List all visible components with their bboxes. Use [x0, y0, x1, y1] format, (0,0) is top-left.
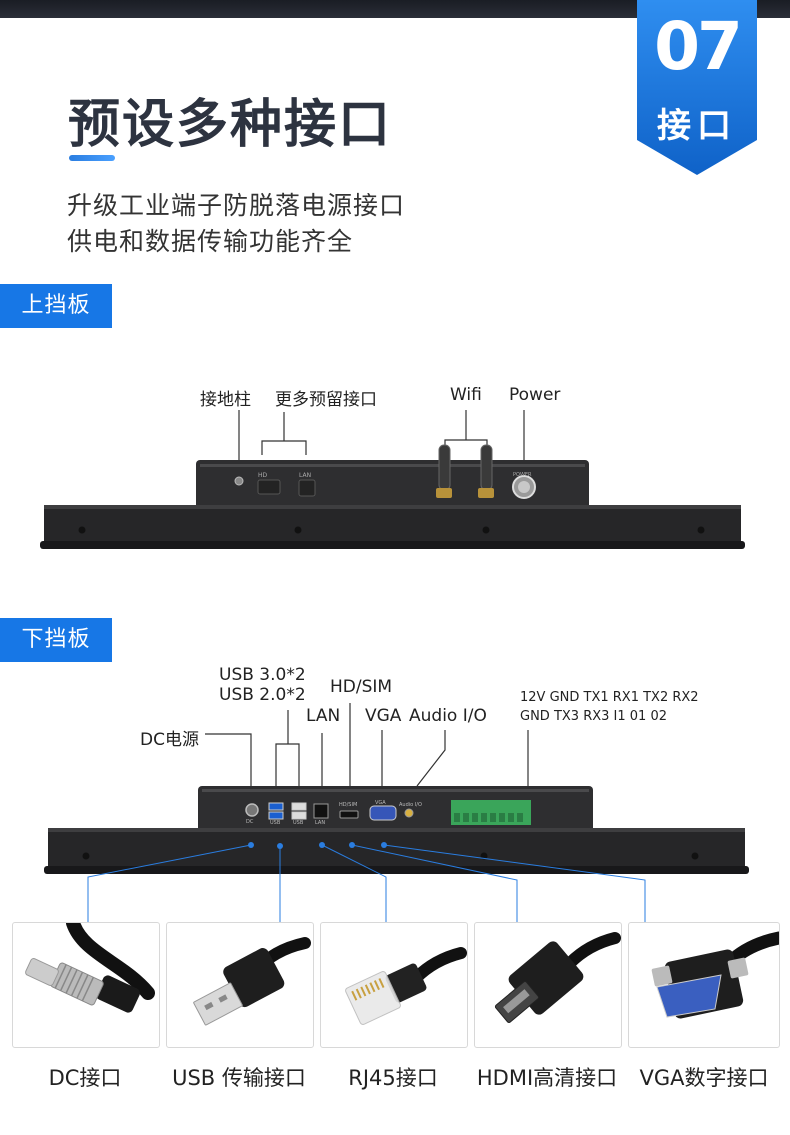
port-text-hd: HD — [258, 472, 268, 479]
vga-plug-icon — [651, 931, 779, 1019]
connector-card-dc — [12, 922, 160, 1048]
port-text-power: POWER — [513, 472, 532, 478]
port-text-usb-1: USB — [270, 820, 281, 826]
label-ground-post: 接地柱 — [200, 390, 251, 410]
caption-rj45: RJ45接口 — [348, 1066, 438, 1090]
dc-plug-icon — [25, 923, 155, 1013]
description-line-1: 升级工业端子防脱落电源接口 — [67, 191, 406, 220]
connector-card-rj45 — [320, 922, 468, 1048]
port-text-hdsim: HD/SIM — [339, 802, 358, 808]
description-line-2: 供电和数据传输功能齐全 — [67, 227, 354, 256]
badge-label: 接口 — [657, 106, 737, 146]
rj45-plug-icon — [345, 947, 467, 1025]
connector-card-vga — [628, 922, 780, 1048]
label-terminal-line-1: 12V GND TX1 RX1 TX2 RX2 — [520, 690, 699, 705]
label-power: Power — [509, 385, 561, 405]
port-text-lan: LAN — [315, 820, 326, 826]
connector-card-usb — [166, 922, 314, 1048]
tab-top-panel: 上挡板 — [0, 284, 112, 328]
section-number-badge — [637, 0, 757, 175]
port-text-usb-2: USB — [293, 820, 304, 826]
caption-vga: VGA数字接口 — [639, 1066, 769, 1090]
badge-number: 07 — [654, 8, 743, 85]
title-underline — [69, 155, 115, 161]
top-banner-strip — [0, 0, 790, 18]
label-vga: VGA — [365, 706, 402, 726]
connector-card-hdmi — [474, 922, 622, 1048]
port-text-lan: LAN — [299, 472, 312, 479]
label-wifi: Wifi — [450, 385, 482, 405]
caption-dc: DC接口 — [48, 1066, 122, 1090]
caption-usb: USB 传输接口 — [172, 1066, 306, 1090]
label-usb2: USB 2.0*2 — [219, 685, 306, 705]
tab-bottom-panel: 下挡板 — [0, 618, 112, 662]
page-title: 预设多种接口 — [68, 95, 393, 155]
hdmi-plug-icon — [494, 932, 621, 1023]
label-audio: Audio I/O — [409, 706, 487, 726]
label-reserved-ports: 更多预留接口 — [275, 390, 377, 410]
label-usb3: USB 3.0*2 — [219, 665, 306, 685]
label-hdsim: HD/SIM — [330, 677, 393, 697]
label-terminal-line-2: GND TX3 RX3 I1 01 02 — [520, 709, 667, 724]
port-text-dc: DC — [246, 819, 254, 825]
label-dc-power: DC电源 — [140, 730, 199, 750]
usb-plug-icon — [193, 937, 311, 1026]
caption-hdmi: HDMI高清接口 — [476, 1066, 618, 1090]
port-text-audio: Audio I/O — [399, 802, 422, 808]
port-text-vga: VGA — [375, 800, 386, 806]
label-lan: LAN — [306, 706, 341, 726]
